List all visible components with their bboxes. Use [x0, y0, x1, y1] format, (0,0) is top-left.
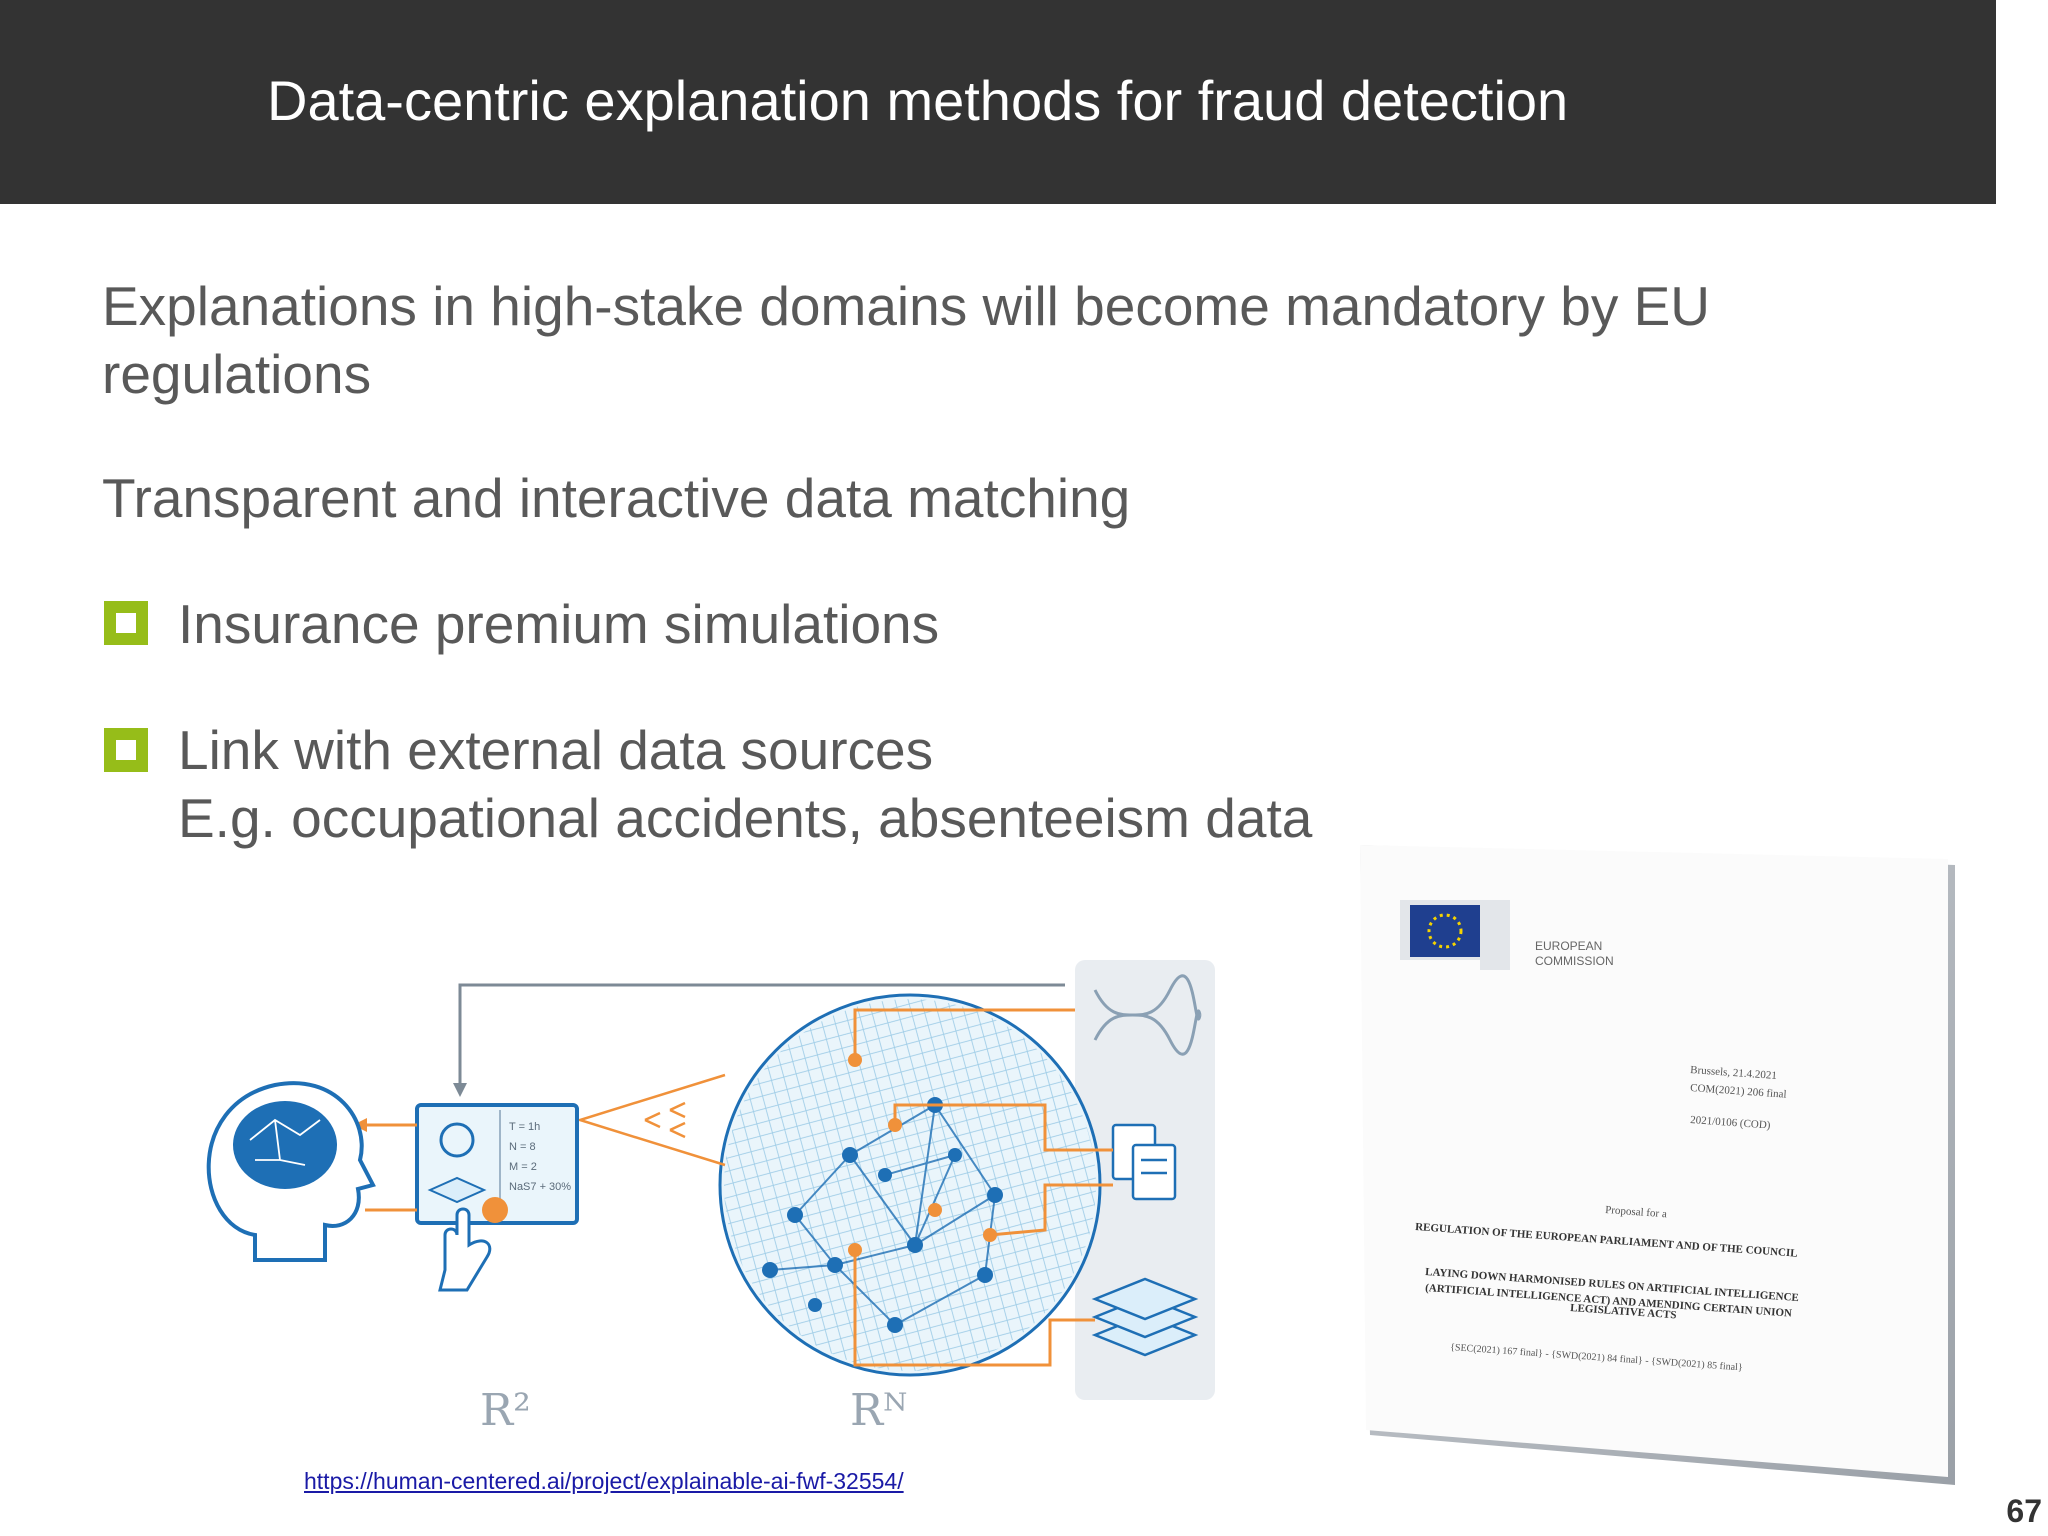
paragraph-data-matching: Transparent and interactive data matchin…: [102, 467, 1131, 529]
bullet-external-sources-example: E.g. occupational accidents, absenteeism…: [178, 787, 1313, 849]
bullet-insurance-simulations: Insurance premium simulations: [178, 593, 940, 655]
screen-line: T = 1h: [509, 1121, 540, 1133]
screen-line: N = 8: [509, 1141, 536, 1153]
title-bar: Data-centric explanation methods for fra…: [0, 0, 1996, 204]
bullet-external-sources: Link with external data sources: [178, 719, 934, 781]
brain-icon: [233, 1101, 337, 1189]
head-arrows: [365, 1123, 417, 1212]
project-link[interactable]: https://human-centered.ai/project/explai…: [304, 1468, 904, 1494]
network-nodes: [762, 1097, 1003, 1333]
screen-line: NaS7 + 30%: [509, 1181, 571, 1193]
touch-point: [482, 1197, 508, 1223]
feedback-arrow: [458, 983, 1065, 1090]
source-arrows: [853, 1008, 1113, 1367]
monitor-icon: T = 1h N = 8 M = 2 NaS7 + 30%: [415, 1103, 579, 1225]
dna-icon: [1093, 974, 1202, 1056]
eu-flag-icon: [1410, 905, 1480, 957]
explainable-ai-figure: T = 1h N = 8 M = 2 NaS7 + 30% R² Rᴺ: [206, 960, 1215, 1436]
paragraph-regulations: Explanations in high-stake domains will …: [102, 275, 1711, 405]
screen-line: M = 2: [509, 1161, 537, 1173]
layers-icon: [1091, 1277, 1199, 1357]
label-rn: Rᴺ: [850, 1385, 907, 1436]
svg-text:EUROPEAN: EUROPEAN: [1535, 939, 1602, 953]
eu-regulation-document: EUROPEAN COMMISSION Brussels, 21.4.2021 …: [1360, 845, 1955, 1485]
svg-text:2021/0106 (COD): 2021/0106 (COD): [1690, 1114, 1771, 1132]
svg-text:COMMISSION: COMMISSION: [1535, 954, 1614, 968]
page-number: 67: [2006, 1493, 2042, 1529]
svg-text:Proposal for a: Proposal for a: [1605, 1204, 1668, 1220]
bullet-square-icon: [104, 601, 148, 645]
label-r2: R²: [480, 1385, 531, 1436]
documents-icon: [1111, 1123, 1177, 1201]
bullet-square-icon: [104, 728, 148, 772]
hand-icon: [438, 1207, 492, 1292]
projection-fan: [575, 1073, 726, 1167]
slide-title: Data-centric explanation methods for fra…: [267, 69, 1569, 132]
